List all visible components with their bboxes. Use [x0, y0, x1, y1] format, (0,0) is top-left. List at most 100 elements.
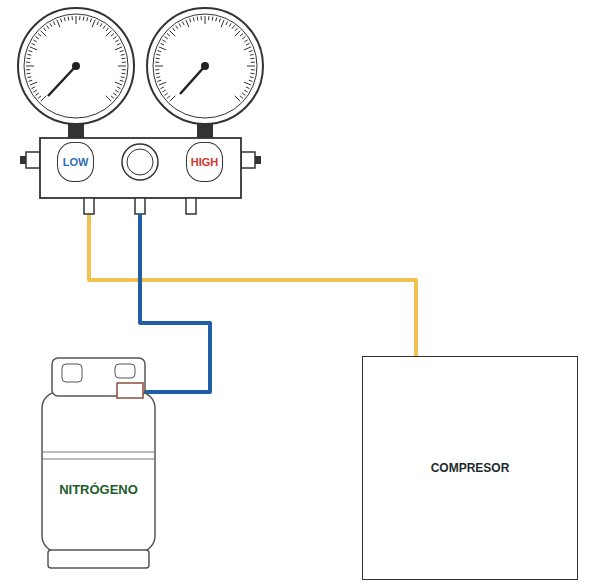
gauge-tick [242, 93, 245, 95]
gauge-tick [27, 76, 31, 78]
gauge-tick [121, 73, 125, 75]
gauge-tick [244, 47, 251, 50]
gauge-tick [100, 23, 102, 26]
gauge-tick [250, 58, 254, 60]
gauge-tick [106, 28, 109, 31]
gauge-tick [121, 58, 125, 60]
nitrogen-hose [140, 214, 210, 392]
gauge-tick [244, 82, 251, 85]
gauge-tick [47, 26, 49, 29]
right-gauge [147, 8, 263, 140]
gauge-ticks [26, 16, 126, 101]
gauge-face [147, 8, 263, 124]
side-fitting [26, 152, 40, 168]
gauge-tick [26, 69, 30, 70]
gauge-tick [111, 34, 114, 37]
gauge-tick [165, 37, 168, 39]
gauge-tick [160, 87, 164, 89]
gauge-tick [235, 28, 238, 31]
low-port [84, 198, 94, 214]
gauge-ticks [155, 16, 255, 101]
gauge-tick [235, 31, 241, 37]
gauge-ring [153, 14, 257, 118]
gauge-tick [167, 34, 170, 37]
gauge-tick [162, 90, 165, 92]
gauge-tick [155, 69, 159, 70]
gauge-tick [201, 16, 202, 20]
gauge-tick [215, 17, 217, 21]
gauge-tick [33, 90, 36, 92]
gauge-tick [249, 80, 253, 81]
compressor-box: COMPRESOR [362, 356, 578, 580]
gauge-tick [122, 69, 126, 70]
gauge-tick [249, 51, 253, 52]
gauge-tick [27, 73, 31, 75]
gauge-tick [229, 23, 231, 26]
gauge-tick [190, 18, 191, 22]
gauge-tick [31, 87, 35, 89]
gauge-tick [157, 80, 161, 81]
cylinder-valve [117, 383, 143, 398]
gauge-tick [197, 17, 199, 21]
manifold-body [20, 138, 261, 214]
gauge-tick [122, 62, 126, 63]
gauge-tick [182, 21, 184, 25]
gauge-tick [121, 76, 125, 78]
nitrogen-cylinder: NITRÓGENO [40, 356, 157, 570]
gauge-tick [92, 20, 95, 27]
gauge-tick [250, 76, 254, 78]
gauge-tick [226, 21, 228, 25]
gauge-tick [115, 40, 118, 42]
cylinder-band [42, 452, 155, 453]
gauge-tick [41, 96, 47, 102]
manifold-block [40, 138, 241, 198]
left-gauge [18, 8, 134, 140]
service-port [135, 198, 145, 214]
gauge-tick [159, 47, 166, 50]
side-fitting [241, 152, 255, 168]
gauge-tick [44, 28, 47, 31]
gauge-tick [120, 80, 124, 81]
gauge-tick [156, 54, 160, 56]
gauge-tick [165, 93, 168, 95]
gauge-tick [111, 96, 114, 99]
gauge-needle [48, 66, 76, 96]
gauge-tick [232, 26, 234, 29]
gauge-tick [193, 17, 195, 21]
gauge-tick [36, 93, 39, 95]
gauge-tick [240, 34, 243, 37]
gauge-tick [33, 40, 36, 42]
gauge-tick [83, 17, 85, 21]
gauge-tick [86, 17, 88, 21]
gauge-tick [250, 54, 254, 56]
gauge-tick [115, 82, 122, 85]
gauge-tick [156, 73, 160, 75]
node-label: COMPRESOR [431, 461, 510, 475]
gauge-tick [57, 20, 60, 27]
cylinder-outline [40, 356, 157, 570]
gauge-tick [31, 43, 35, 45]
gauge-tick [167, 96, 170, 99]
gauge-tick [159, 82, 166, 85]
gauge-face [18, 8, 134, 124]
gauge-tick [41, 31, 47, 37]
gauge-tick [97, 21, 99, 25]
gauge-tick [76, 16, 77, 24]
gauge-tick [53, 21, 55, 25]
gauge-tick [90, 18, 91, 22]
gauge-tick [103, 26, 105, 29]
gauge-tick [115, 47, 122, 50]
gauge-tick [50, 23, 52, 26]
gauge-tick [27, 58, 31, 60]
gauge-tick [68, 17, 70, 21]
gauge-tick [250, 73, 254, 75]
gauge-tick [212, 17, 214, 21]
gauge-tick [115, 90, 118, 92]
gauge-tick [30, 47, 37, 50]
gauge-tick [117, 87, 121, 89]
gauge-tick [72, 16, 73, 20]
gauge-tick [156, 76, 160, 78]
gauge-tick [173, 28, 176, 31]
gauge-tick [247, 66, 255, 67]
